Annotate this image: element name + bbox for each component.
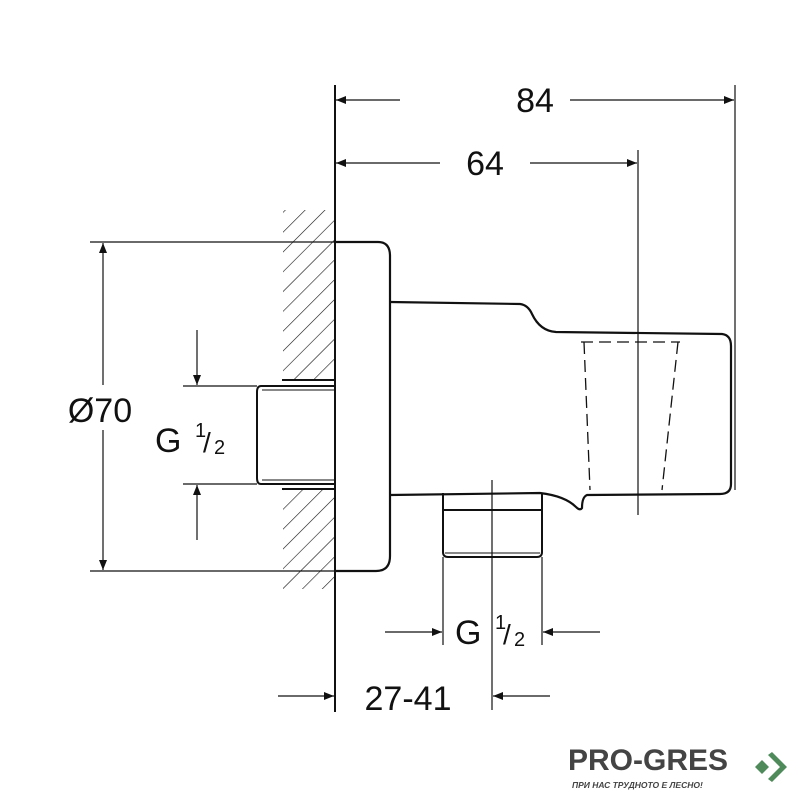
svg-text:/: / — [503, 619, 511, 650]
svg-text:/: / — [203, 427, 211, 458]
dimension-lines — [99, 96, 734, 700]
svg-text:G: G — [455, 614, 481, 652]
wall-thread-label: G 1 / 2 — [155, 420, 225, 460]
wall-outlet-body — [335, 240, 733, 573]
center-lines — [90, 85, 736, 710]
hidden-bore — [581, 341, 680, 491]
wall-thread-nipple — [256, 385, 335, 485]
pro-gres-logo: PRO-GRES ПРИ НАС ТРУДНОТО Е ЛЕСНО! — [568, 744, 798, 794]
svg-text:1: 1 — [495, 612, 506, 634]
dimension-wall-offset: 27-41 — [365, 680, 452, 718]
svg-text:2: 2 — [514, 629, 525, 651]
chevron-logo-icon — [755, 752, 787, 782]
svg-text:G: G — [155, 422, 181, 460]
dimension-84: 84 — [516, 82, 554, 120]
svg-text:2: 2 — [214, 437, 225, 459]
dimension-diameter: Ø70 — [68, 392, 132, 430]
outlet-thread-label: G 1 / 2 — [455, 612, 525, 652]
svg-text:1: 1 — [195, 420, 206, 442]
dimension-64: 64 — [466, 145, 504, 183]
logo-tagline: ПРИ НАС ТРУДНОТО Е ЛЕСНО! — [572, 780, 703, 790]
wall-section — [282, 85, 336, 712]
logo-name: PRO-GRES — [568, 744, 729, 777]
